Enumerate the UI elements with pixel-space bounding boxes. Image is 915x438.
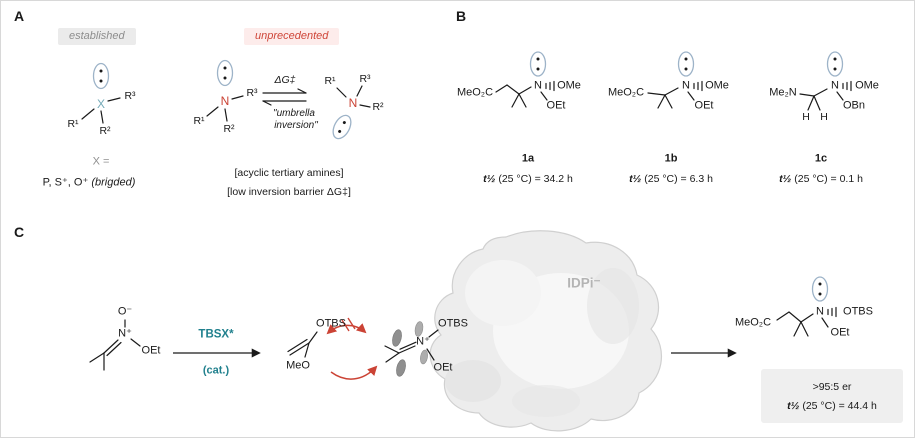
compound-1c-left-group: Me₂N (769, 86, 797, 99)
halflife-value: (25 °C) = 34.2 h (495, 172, 573, 185)
x-r1-label: R¹ (67, 117, 79, 130)
halflife-value: (25 °C) = 44.4 h (799, 399, 877, 412)
compound-1b-top-group: OMe (705, 79, 729, 92)
enol-ether-otbs-label: OTBS (316, 317, 346, 330)
halflife-symbol: t½ (629, 172, 642, 185)
compound-1c-top-group: OMe (855, 79, 879, 92)
lone-pair-icon (811, 276, 829, 302)
badge-established: established (58, 28, 136, 45)
compound-1c-n-label: N (831, 79, 839, 92)
product-oet-label: OEt (830, 326, 850, 339)
panel-c-label: C (14, 224, 25, 240)
note-inversion-barrier: [low inversion barrier ΔG‡] (227, 185, 351, 198)
halflife-value: (25 °C) = 0.1 h (791, 172, 863, 185)
amine-right-r3-label: R³ (359, 72, 371, 85)
x-legend: P, S⁺, O⁺ (brigded) (42, 176, 136, 189)
product-bonds (776, 306, 837, 337)
enol-ether-bonds (287, 331, 318, 358)
amine-left-n-label: N (220, 94, 230, 108)
idpi-surface-blob (429, 230, 663, 432)
result-box: >95:5 er t½ (25 °C) = 44.4 h (761, 369, 903, 423)
product-otbs-label: OTBS (843, 305, 873, 318)
enol-ether-meo-label: MeO (286, 359, 310, 372)
panel-a-label: A (14, 8, 25, 24)
iminium-oet-label: OEt (433, 361, 453, 374)
compound-1b-left-group: MeO₂C (607, 86, 645, 99)
amine-left-r1-label: R¹ (193, 114, 205, 127)
product-n-label: N (816, 305, 824, 318)
result-er: >95:5 er (812, 380, 852, 393)
halflife-symbol: t½ (787, 399, 800, 412)
compound-1a-top-group: OMe (557, 79, 581, 92)
compound-1a-id: 1a (521, 152, 535, 165)
compound-1a-n-label: N (534, 79, 542, 92)
lone-pair-icon (92, 62, 110, 90)
compound-1a-left-group: MeO₂C (456, 86, 494, 99)
iminium-orbitals (392, 321, 428, 377)
compound-1c-halflife: t½ (25 °C) = 0.1 h (779, 174, 863, 185)
note-acyclic-amines: [acyclic tertiary amines] (234, 166, 344, 179)
compound-1b-id: 1b (664, 152, 678, 165)
compound-1b-n-label: N (682, 79, 690, 92)
lone-pair-icon (332, 114, 352, 140)
x-legend-items: P, S⁺, O⁺ (42, 176, 89, 189)
equilibrium-arrows (262, 88, 307, 106)
nitrone-bonds (89, 319, 141, 371)
umbrella-inversion-label-line1: "umbrella (273, 108, 315, 119)
nitrone-oet-label: OEt (141, 344, 161, 357)
x-legend-title: X = (92, 155, 110, 168)
compound-1c-h-right: H (820, 110, 828, 123)
iminium-n-label: N⁺ (416, 335, 430, 348)
compound-1c-id: 1c (814, 152, 828, 165)
umbrella-inversion-label-line2: inversion" (274, 120, 318, 131)
compound-1a-bottom-group: OEt (546, 99, 566, 112)
halflife-symbol: t½ (779, 172, 792, 185)
lone-pair-icon (826, 51, 844, 77)
attack-trajectory-arrow (330, 365, 378, 380)
result-halflife: t½ (25 °C) = 44.4 h (787, 400, 877, 412)
amine-left-r2-label: R² (223, 122, 235, 135)
lone-pair-icon (529, 51, 547, 77)
x-legend-note: (brigded) (91, 176, 136, 189)
amine-right-r2-label: R² (372, 100, 384, 113)
panel-b-label: B (456, 8, 467, 24)
compound-1a-bonds (495, 80, 555, 108)
compound-1b-bottom-group: OEt (694, 99, 714, 112)
catalyst-label: TBSX* (198, 328, 234, 341)
catalyst-note: (cat.) (202, 364, 230, 377)
halflife-symbol: t½ (483, 172, 496, 185)
compound-1c-h-left: H (802, 110, 810, 123)
compound-1a-halflife: t½ (25 °C) = 34.2 h (483, 174, 573, 185)
nitrone-o-label: O⁻ (117, 305, 133, 318)
iminium-otbs-label: OTBS (438, 317, 468, 330)
lone-pair-icon (216, 59, 234, 87)
amine-left-r3-label: R³ (246, 86, 258, 99)
compound-1c-bottom-group: OBn (842, 99, 866, 112)
x-r3-label: R³ (124, 89, 136, 102)
lone-pair-icon (677, 51, 695, 77)
halflife-value: (25 °C) = 6.3 h (641, 172, 713, 185)
amine-right-r1-label: R¹ (324, 74, 336, 87)
product-left-group: MeO₂C (734, 316, 772, 329)
idpi-label: IDPi⁻ (567, 275, 601, 291)
badge-unprecedented: unprecedented (244, 28, 340, 45)
nitrone-n-label: N⁺ (118, 327, 132, 340)
x-r2-label: R² (99, 124, 111, 137)
delta-g-label: ΔG‡ (274, 73, 296, 86)
amine-right-n-label: N (348, 96, 358, 110)
compound-1b-halflife: t½ (25 °C) = 6.3 h (629, 174, 713, 185)
x-atom-label: X (96, 97, 106, 111)
